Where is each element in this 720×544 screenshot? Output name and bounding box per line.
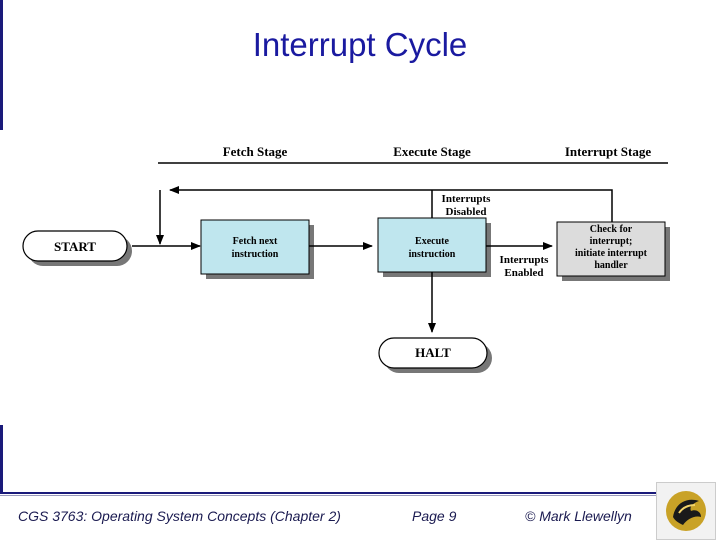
- slide-title: Interrupt Cycle: [252, 26, 468, 63]
- enabled-label-line2: Enabled: [504, 267, 543, 279]
- fetch-box: [200, 219, 310, 275]
- slide-footer: CGS 3763: Operating System Concepts (Cha…: [0, 492, 720, 540]
- check-label-line1: Check for: [590, 224, 633, 235]
- footer-author: © Mark Llewellyn: [525, 508, 632, 524]
- start-label: START: [54, 239, 96, 254]
- left-accent-bar: [0, 0, 3, 130]
- start-terminal: [22, 230, 128, 262]
- enabled-label-line1: Interrupts: [500, 254, 550, 266]
- execute-box: [377, 217, 487, 273]
- loop-back-arrow-top: [169, 186, 613, 222]
- footer-divider: [0, 492, 660, 494]
- check-label-line3: initiate interrupt: [575, 248, 648, 259]
- halt-terminal: [378, 337, 488, 369]
- pegasus-logo-icon: [656, 482, 716, 540]
- check-label-line2: interrupt;: [590, 236, 633, 247]
- stage-label-fetch: Fetch Stage: [223, 144, 288, 159]
- halt-label: HALT: [415, 345, 451, 360]
- check-interrupt-box: [556, 221, 666, 277]
- fetch-label-line2: instruction: [232, 249, 279, 260]
- disabled-label-line2: Disabled: [446, 206, 487, 218]
- left-accent-bar-lower: [0, 425, 3, 495]
- stage-label-execute: Execute Stage: [393, 144, 471, 159]
- footer-page: Page 9: [412, 508, 457, 524]
- disabled-label-line1: Interrupts: [442, 193, 492, 205]
- execute-label-line1: Execute: [415, 236, 449, 247]
- footer-course: CGS 3763: Operating System Concepts (Cha…: [18, 508, 341, 524]
- fetch-label-line1: Fetch next: [233, 236, 278, 247]
- footer-divider-thin: [0, 495, 660, 496]
- check-label-line4: handler: [594, 260, 628, 271]
- stage-label-interrupt: Interrupt Stage: [565, 144, 652, 159]
- execute-label-line2: instruction: [409, 249, 456, 260]
